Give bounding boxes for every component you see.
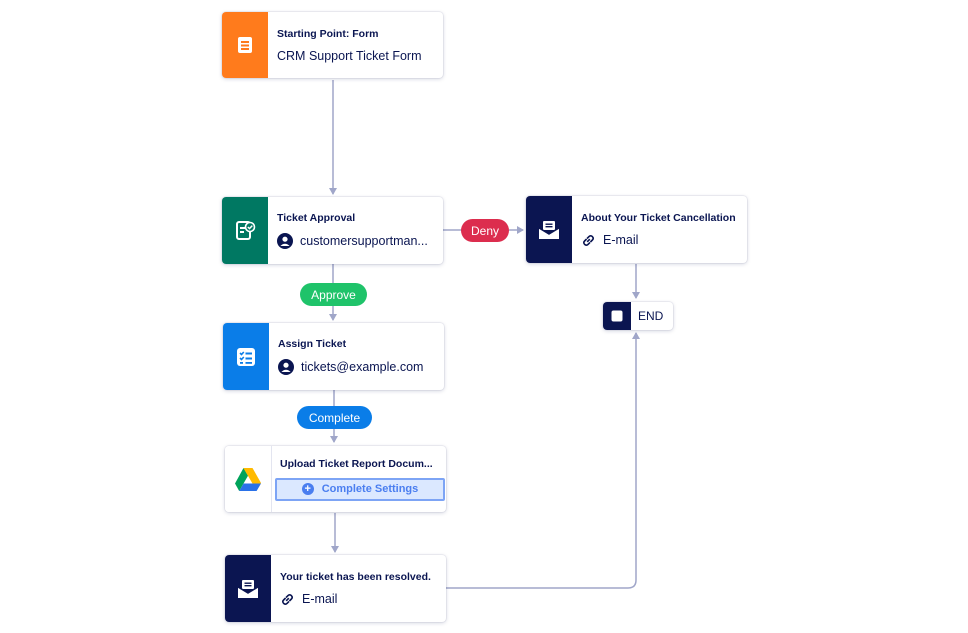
node-assignee: customersupportman... xyxy=(277,233,435,249)
node-icon-upload xyxy=(225,446,272,512)
google-drive-icon xyxy=(235,467,261,491)
node-body-approval: Ticket Approval customersupportman... xyxy=(268,197,443,264)
approve-label: Approve xyxy=(311,287,356,302)
end-label: END xyxy=(638,309,664,323)
node-body-upload: Upload Ticket Report Docum... + Complete… xyxy=(272,446,446,512)
edge-label-approve[interactable]: Approve xyxy=(300,283,367,306)
edge-label-deny[interactable]: Deny xyxy=(461,219,509,242)
complete-settings-label: Complete Settings xyxy=(321,483,419,495)
stop-icon xyxy=(611,310,623,322)
approval-icon xyxy=(236,220,256,240)
node-title: About Your Ticket Cancellation xyxy=(581,211,736,224)
node-subtitle: CRM Support Ticket Form xyxy=(277,49,435,63)
assignee-email: tickets@example.com xyxy=(301,360,424,374)
node-title: Upload Ticket Report Docum... xyxy=(280,457,433,470)
node-assign-ticket[interactable]: Assign Ticket tickets@example.com xyxy=(223,323,444,390)
deny-label: Deny xyxy=(470,223,499,238)
email-icon xyxy=(237,579,259,598)
node-ticket-approval[interactable]: Ticket Approval customersupportman... xyxy=(222,197,443,264)
user-icon xyxy=(278,359,294,375)
node-title: Ticket Approval xyxy=(277,212,356,224)
node-assignee: tickets@example.com xyxy=(278,359,436,375)
node-body-cancel-email: About Your Ticket Cancellation E-mail xyxy=(572,196,747,263)
node-end[interactable]: END xyxy=(603,302,674,330)
connector-resolved-to-end xyxy=(446,332,640,589)
node-body-start: Starting Point: Form CRM Support Ticket … xyxy=(268,12,443,78)
node-icon-resolved-email xyxy=(225,555,271,622)
edge-label-complete[interactable]: Complete xyxy=(297,406,372,429)
user-icon xyxy=(277,233,293,249)
email-icon xyxy=(538,220,560,239)
node-resolved-email[interactable]: Your ticket has been resolved. E-mail xyxy=(225,555,446,622)
node-subtitle: E-mail xyxy=(581,233,739,248)
node-icon-assign xyxy=(223,323,269,390)
node-icon-cancel-email xyxy=(526,196,572,263)
node-upload-ticket-report[interactable]: Upload Ticket Report Docum... + Complete… xyxy=(225,446,446,512)
plus-icon: + xyxy=(301,483,314,495)
form-name: CRM Support Ticket Form xyxy=(277,48,422,63)
complete-label: Complete xyxy=(308,410,361,425)
node-subtitle: E-mail xyxy=(280,592,438,607)
link-icon xyxy=(581,233,596,248)
link-icon xyxy=(280,592,295,607)
node-starting-point-form[interactable]: Starting Point: Form CRM Support Ticket … xyxy=(222,12,443,78)
end-icon-box xyxy=(603,302,631,330)
complete-settings-button[interactable]: + Complete Settings xyxy=(275,477,445,501)
node-cancellation-email[interactable]: About Your Ticket Cancellation E-mail xyxy=(526,196,747,263)
node-title: Assign Ticket xyxy=(278,338,347,350)
node-title: Starting Point: Form xyxy=(277,27,379,40)
email-type: E-mail xyxy=(302,592,338,606)
node-icon-approval xyxy=(222,197,268,264)
node-title: Your ticket has been resolved. xyxy=(280,570,431,583)
node-body-assign: Assign Ticket tickets@example.com xyxy=(269,323,444,390)
node-body-resolved-email: Your ticket has been resolved. E-mail xyxy=(271,555,446,622)
email-type: E-mail xyxy=(603,233,639,247)
assignee-name: customersupportman... xyxy=(300,234,428,248)
node-icon-start xyxy=(222,12,268,78)
task-list-icon xyxy=(237,347,255,366)
form-icon xyxy=(238,37,252,53)
